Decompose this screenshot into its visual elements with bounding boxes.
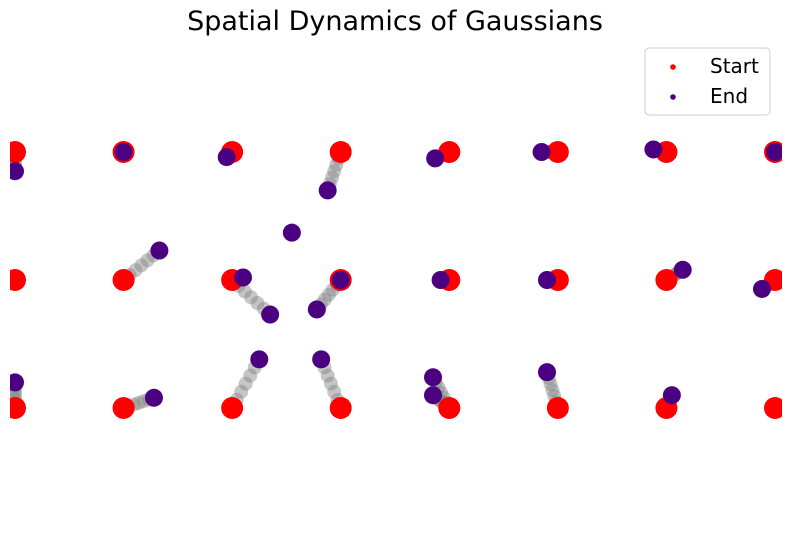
start-point	[329, 141, 352, 163]
trail-blob	[323, 376, 338, 391]
end-point	[532, 143, 551, 161]
end-point	[331, 271, 350, 289]
end-point	[673, 260, 692, 279]
start-point	[112, 397, 135, 419]
trail-blob	[131, 395, 146, 410]
legend: Start End	[644, 47, 771, 116]
start-point	[10, 269, 26, 291]
end-point	[307, 300, 326, 319]
start-point	[546, 397, 569, 419]
trail-blob	[140, 253, 155, 268]
end-point	[261, 305, 280, 324]
legend-marker-end	[670, 94, 676, 100]
start-point	[329, 397, 352, 419]
end-point	[282, 223, 301, 242]
start-point	[438, 397, 461, 419]
end-point	[424, 386, 442, 405]
trail-blob	[327, 384, 342, 399]
trail-blob	[325, 170, 340, 185]
end-point	[312, 350, 331, 369]
legend-marker-start	[670, 64, 676, 70]
legend-label-end: End	[710, 84, 748, 108]
end-point	[426, 149, 445, 168]
trail-blob	[237, 284, 252, 299]
start-point	[655, 269, 678, 291]
trail-blob	[321, 287, 336, 302]
end-point	[431, 271, 450, 289]
end-series	[10, 140, 782, 407]
end-point	[766, 143, 782, 161]
end-point	[144, 388, 163, 407]
end-point	[234, 268, 252, 287]
end-point	[250, 350, 269, 369]
end-point	[114, 143, 133, 161]
start-point	[10, 397, 26, 419]
trail-blob	[250, 296, 265, 311]
end-point	[662, 386, 681, 405]
trail-blob	[234, 384, 249, 399]
trail-blob	[545, 383, 560, 398]
end-point	[10, 373, 24, 392]
chart-title: Spatial Dynamics of Gaussians	[187, 6, 603, 37]
trail-blob	[243, 368, 258, 383]
trail-blob	[238, 376, 253, 391]
end-point	[10, 162, 24, 181]
trail-blob	[134, 258, 149, 273]
start-point	[112, 269, 135, 291]
end-point	[424, 368, 442, 387]
start-point	[221, 397, 244, 419]
trail-blob	[327, 164, 342, 179]
start-point	[764, 397, 782, 419]
start-point	[10, 141, 26, 163]
legend-label-start: Start	[710, 54, 759, 78]
trail-blob	[320, 368, 335, 383]
trail-blob	[244, 290, 259, 305]
legend-frame	[644, 47, 771, 116]
end-point	[318, 181, 337, 200]
end-point	[538, 271, 556, 289]
end-point	[150, 241, 169, 260]
plot-area	[10, 140, 782, 419]
end-point	[752, 279, 771, 298]
start-series	[10, 141, 782, 419]
end-point	[538, 363, 556, 382]
end-point	[644, 140, 663, 159]
start-point	[546, 141, 569, 163]
end-point	[217, 148, 236, 167]
